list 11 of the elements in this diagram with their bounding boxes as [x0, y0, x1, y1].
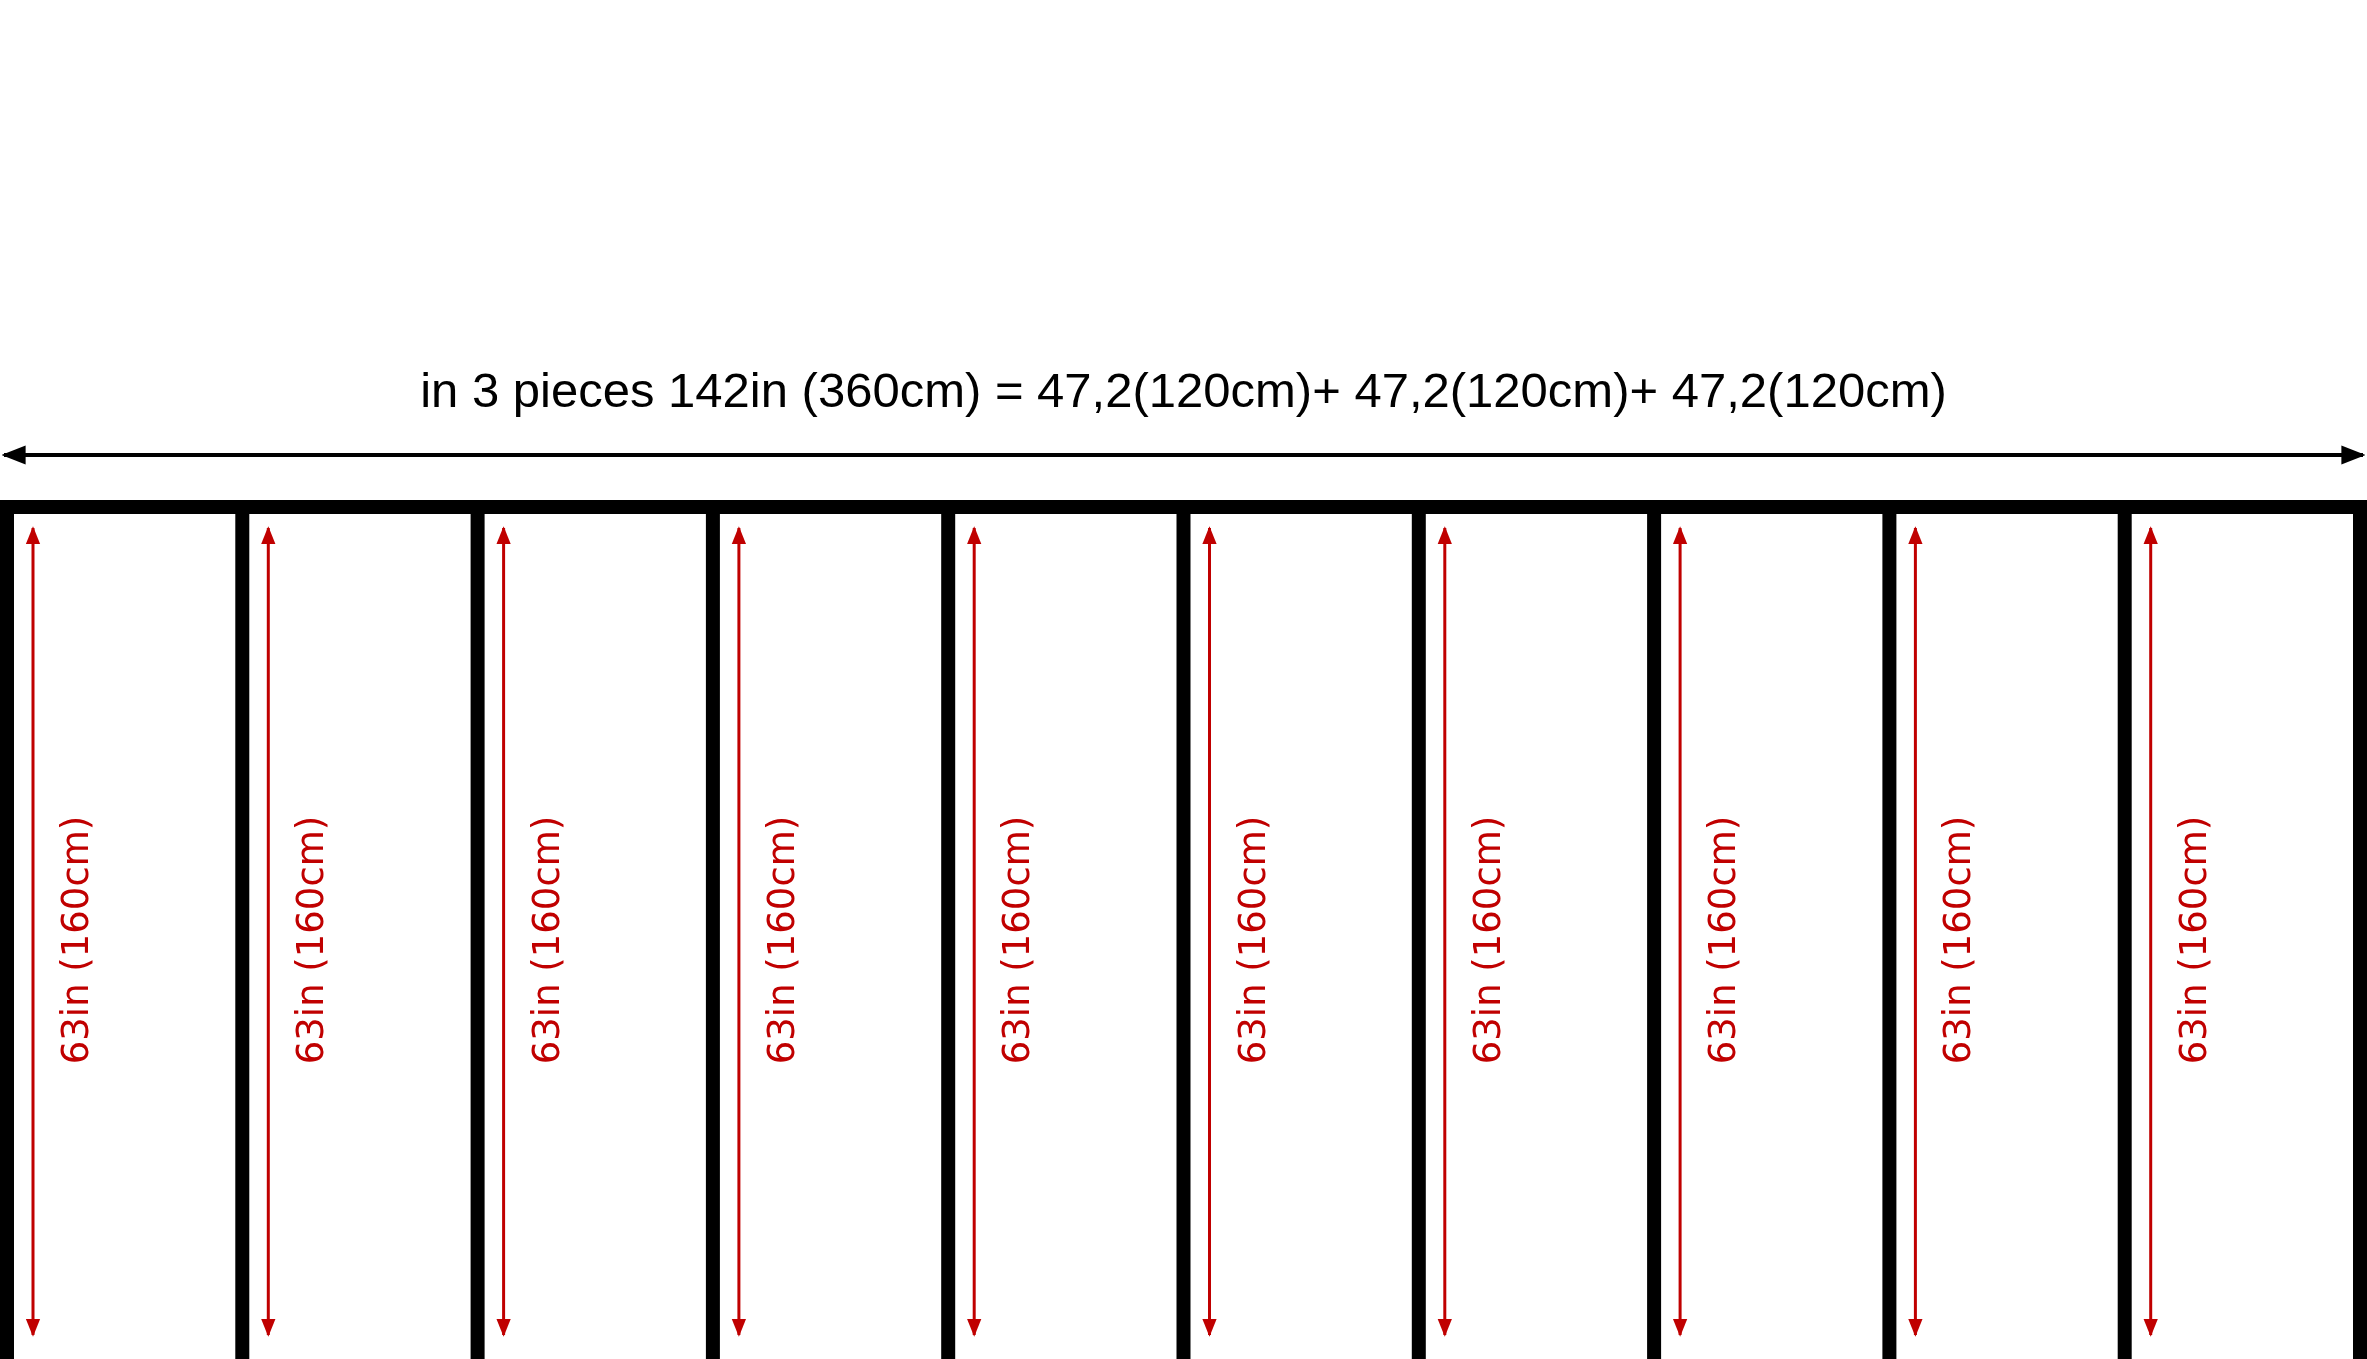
dimension-label: 63in (160cm)	[524, 815, 568, 1065]
dimension-label: 63in (160cm)	[1230, 815, 1273, 1065]
dimension-label: in 3 pieces 142in (360cm) = 47,2(120cm)+ 47,2(120cm)+ 47,2(120cm)	[419, 362, 1948, 418]
dimension-label: 63in (160cm)	[759, 815, 803, 1065]
dimension-label: 63in (160cm)	[1935, 815, 1979, 1065]
dimension-label: 63in (160cm)	[2171, 815, 2215, 1065]
dimension-label: 63in (160cm)	[1465, 815, 1509, 1065]
dimension-label: 63in (160cm)	[1700, 815, 1744, 1065]
dimension-label: 63in (160cm)	[53, 815, 97, 1065]
dimension-label: 63in (160cm)	[994, 815, 1038, 1065]
dimension-label: 63in (160cm)	[288, 815, 332, 1065]
